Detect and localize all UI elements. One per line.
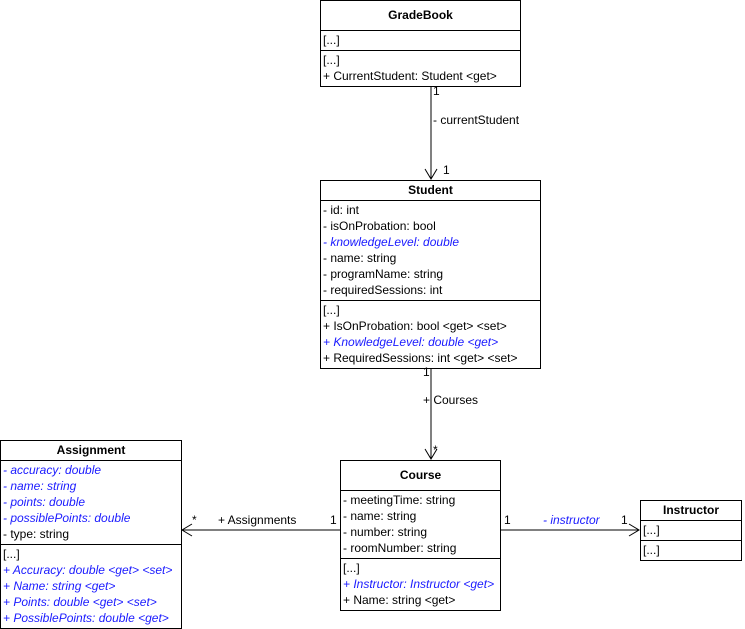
attribute: [...] [643, 523, 660, 537]
gradebook-student-arrowhead [424, 168, 438, 180]
attribute: - name: string [343, 509, 417, 523]
student-course-source-multiplicity: 1 [423, 365, 430, 379]
class-name: Student [321, 181, 540, 201]
class-name: GradeBook [321, 1, 520, 31]
attribute: - type: string [3, 527, 70, 541]
attribute: - points: double [3, 495, 86, 509]
class-name: Assignment [1, 441, 181, 461]
student-course-role-label: + Courses [423, 393, 479, 407]
course-assignment-source-multiplicity: 1 [330, 513, 337, 527]
attributes-section: [...] [641, 521, 741, 540]
operation: + Accuracy: double <get> <set> [3, 563, 173, 577]
course-instructor-role-label: - instructor [543, 513, 600, 527]
class-name: Course [341, 461, 500, 491]
class-student[interactable]: Student - id: int - isOnProbation: bool … [320, 180, 541, 369]
student-course-target-multiplicity: * [433, 443, 438, 457]
operations-section: [...] + IsOnProbation: bool <get> <set> … [321, 300, 540, 368]
attribute: - programName: string [323, 267, 444, 281]
operation: [...] [343, 561, 360, 575]
attribute: - isOnProbation: bool [323, 219, 436, 233]
class-name: Instructor [641, 501, 741, 521]
course-instructor-source-multiplicity: 1 [504, 513, 511, 527]
gradebook-student-role-label: - currentStudent [433, 113, 520, 127]
attribute: - possiblePoints: double [3, 511, 131, 525]
class-gradebook[interactable]: GradeBook [...] [...] + CurrentStudent: … [320, 0, 521, 87]
operation: [...] [323, 303, 340, 317]
operations-section: [...] + Accuracy: double <get> <set> + N… [1, 544, 181, 628]
operations-section: [...] + Instructor: Instructor <get> + N… [341, 558, 500, 610]
attributes-section: - id: int - isOnProbation: bool - knowle… [321, 201, 540, 300]
operation: [...] [3, 547, 20, 561]
operation: + Name: string <get> [3, 579, 116, 593]
attribute: - requiredSessions: int [323, 283, 443, 297]
course-assignment-target-multiplicity: * [192, 513, 197, 527]
course-assignment-role-label: + Assignments [218, 513, 297, 527]
attributes-section: [...] [321, 31, 520, 50]
gradebook-student-source-multiplicity: 1 [433, 84, 440, 98]
operation: [...] [323, 53, 340, 67]
operation: + KnowledgeLevel: double <get> [323, 335, 499, 349]
attribute: - accuracy: double [3, 463, 102, 477]
course-assignment-arrowhead [181, 523, 193, 537]
attribute: - number: string [343, 525, 428, 539]
student-course-arrowhead [424, 448, 438, 460]
class-instructor[interactable]: Instructor [...] [...] [640, 500, 742, 561]
attributes-section: - meetingTime: string - name: string - n… [341, 491, 500, 558]
attribute: - meetingTime: string [343, 493, 456, 507]
attribute: - knowledgeLevel: double [323, 235, 460, 249]
operation: [...] [643, 543, 660, 557]
attribute: [...] [323, 33, 340, 47]
attribute: - roomNumber: string [343, 541, 457, 555]
operation: + CurrentStudent: Student <get> [323, 69, 497, 83]
course-instructor-arrowhead [628, 523, 640, 537]
gradebook-student-target-multiplicity: 1 [443, 163, 450, 177]
operation: + PossiblePoints: double <get> [3, 611, 169, 625]
operation: + Name: string <get> [343, 593, 456, 607]
attribute: - name: string [3, 479, 77, 493]
class-assignment[interactable]: Assignment - accuracy: double - name: st… [0, 440, 182, 629]
operations-section: [...] + CurrentStudent: Student <get> [321, 50, 520, 86]
operation: + IsOnProbation: bool <get> <set> [323, 319, 507, 333]
attribute: - name: string [323, 251, 397, 265]
operation: + Points: double <get> <set> [3, 595, 157, 609]
attribute: - id: int [323, 203, 360, 217]
operation: + RequiredSessions: int <get> <set> [323, 351, 518, 365]
operations-section: [...] [641, 540, 741, 560]
class-course[interactable]: Course - meetingTime: string - name: str… [340, 460, 501, 611]
course-instructor-target-multiplicity: 1 [621, 513, 628, 527]
attributes-section: - accuracy: double - name: string - poin… [1, 461, 181, 544]
operation: + Instructor: Instructor <get> [343, 577, 495, 591]
